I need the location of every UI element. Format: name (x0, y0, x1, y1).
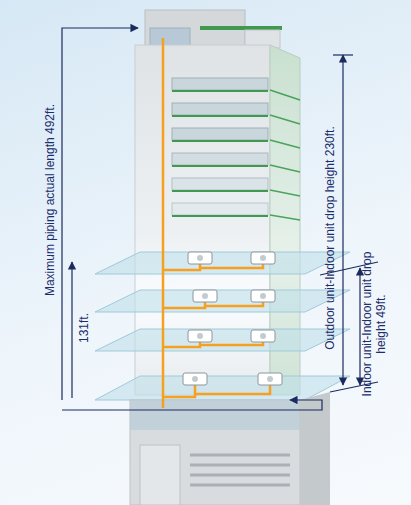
dimension-label: Maximum piping actual length 492ft. (43, 40, 57, 360)
dimension-label: 131ft. (77, 293, 91, 363)
dimension-label: Indoor unit-Indoor unit drop height 49ft… (360, 249, 388, 399)
dimension-label: Outdoor unit-Indoor unit drop height 230… (323, 78, 337, 398)
